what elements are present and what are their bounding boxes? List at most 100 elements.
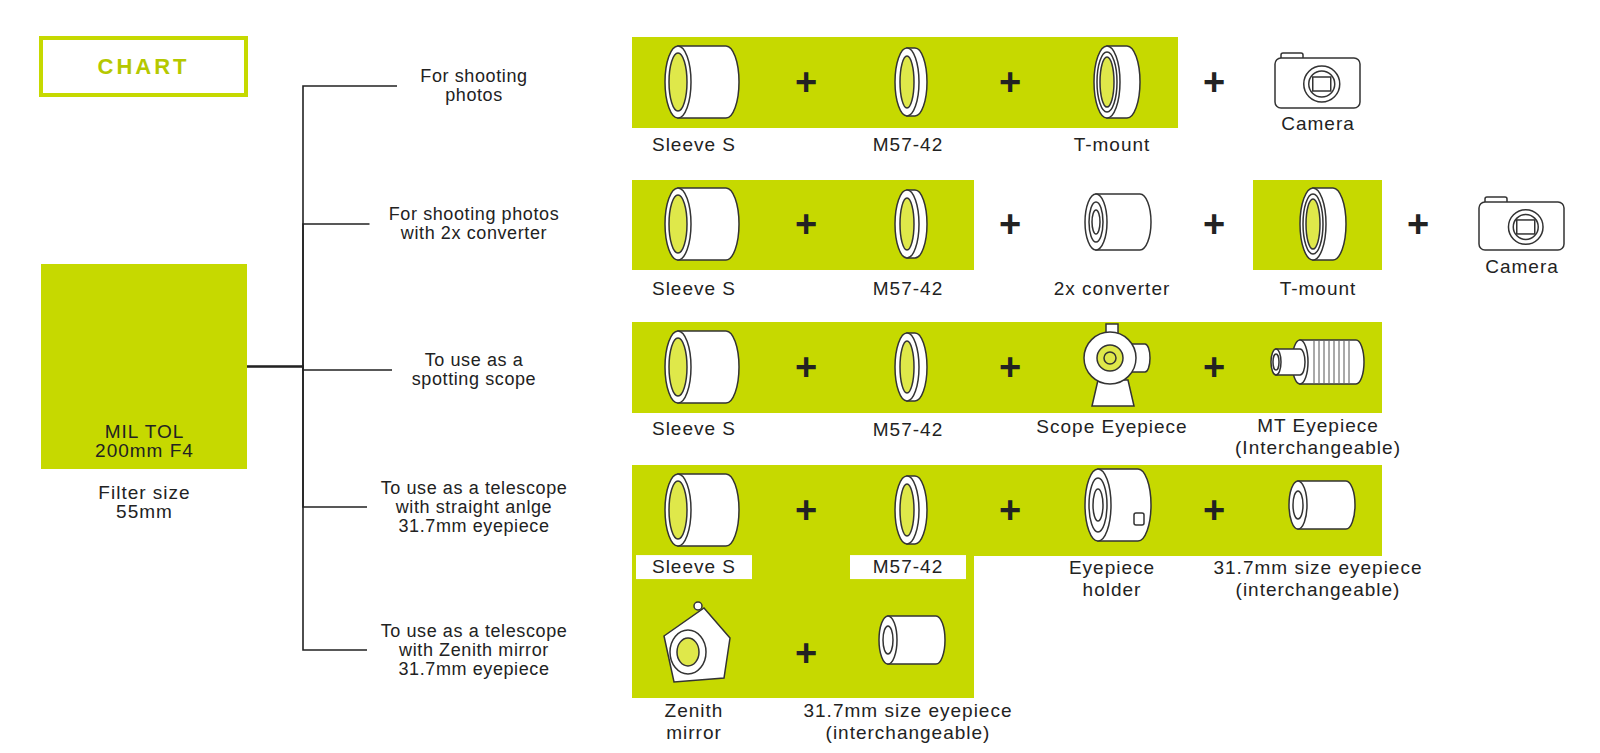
converter-icon bbox=[1092, 210, 1100, 234]
part-name: Sleeve S bbox=[652, 134, 736, 156]
lime-band bbox=[632, 37, 1178, 128]
m57-42-icon bbox=[895, 476, 919, 544]
use-case-text: To use as a telescope with Zenith mirror… bbox=[374, 622, 574, 679]
part-name: Eyepiece holder bbox=[1057, 557, 1167, 601]
m57-42-icon bbox=[900, 341, 914, 393]
part-name: M57-42 bbox=[873, 278, 943, 300]
t-mount-icon bbox=[1100, 57, 1114, 107]
plus-sign: + bbox=[1203, 205, 1225, 243]
part-name: Camera bbox=[1281, 113, 1355, 135]
part-name: T-mount bbox=[1074, 134, 1151, 156]
plus-sign: + bbox=[999, 348, 1021, 386]
plus-sign: + bbox=[795, 491, 817, 529]
part-name: M57-42 bbox=[873, 134, 943, 156]
eyepiece-holder-icon bbox=[1093, 489, 1103, 521]
plus-sign: + bbox=[795, 63, 817, 101]
sleeve-s-icon bbox=[669, 195, 687, 253]
eyepiece-holder-icon bbox=[1089, 478, 1107, 532]
t-mount-icon bbox=[1094, 46, 1120, 118]
scope-eyepiece-icon bbox=[1084, 332, 1136, 384]
use-case-text: For shooting photos with 2x converter bbox=[377, 205, 572, 243]
plus-sign: + bbox=[999, 491, 1021, 529]
zenith-mirror-icon bbox=[694, 602, 702, 610]
plus-sign: + bbox=[999, 63, 1021, 101]
eyepiece-icon bbox=[1289, 481, 1307, 529]
t-mount-icon bbox=[1303, 194, 1323, 254]
camera-icon bbox=[1275, 58, 1360, 108]
use-case-label: To use as a telescope with Zenith mirror… bbox=[374, 622, 574, 679]
use-case-label: For shooting photos with 2x converter bbox=[377, 205, 572, 243]
product-name: MIL TOL 200mm F4 bbox=[82, 422, 207, 460]
mt-eyepiece-icon bbox=[1339, 341, 1340, 383]
plus-sign: + bbox=[1407, 205, 1429, 243]
sleeve-s-icon bbox=[665, 46, 691, 118]
plus-sign: + bbox=[795, 634, 817, 672]
lime-band bbox=[632, 556, 974, 698]
scope-eyepiece-icon bbox=[1104, 352, 1116, 364]
scope-eyepiece-icon bbox=[1097, 345, 1123, 371]
part-name: M57-42 bbox=[873, 419, 943, 441]
filter-size-note: Filter size 55mm bbox=[82, 483, 207, 521]
camera-icon bbox=[1309, 71, 1335, 97]
mt-eyepiece-icon bbox=[1271, 349, 1281, 375]
part-name: Sleeve S bbox=[652, 278, 736, 300]
use-case-text: To use as a spotting scope bbox=[399, 351, 549, 389]
sleeve-s-icon bbox=[669, 338, 687, 396]
lime-band bbox=[632, 180, 974, 270]
use-case-label: To use as a spotting scope bbox=[399, 351, 549, 389]
part-name: Camera bbox=[1485, 256, 1559, 278]
sleeve-s-icon bbox=[665, 474, 691, 546]
part-name: 31.7mm size eyepiece (interchangeable) bbox=[788, 700, 1028, 744]
zenith-mirror-icon bbox=[670, 630, 706, 674]
tree-connector bbox=[247, 224, 370, 367]
mt-eyepiece-icon bbox=[1349, 341, 1350, 383]
mt-eyepiece-icon bbox=[1273, 354, 1279, 370]
part-name: 31.7mm size eyepiece (interchangeable) bbox=[1198, 557, 1438, 601]
camera-icon bbox=[1517, 220, 1535, 234]
m57-42-icon bbox=[900, 198, 914, 250]
tree-connector bbox=[247, 367, 367, 508]
camera-icon bbox=[1513, 214, 1538, 239]
m57-42-icon bbox=[895, 48, 919, 116]
eyepiece-holder-icon bbox=[1134, 513, 1144, 525]
mt-eyepiece-icon bbox=[1300, 340, 1364, 384]
m57-42-icon bbox=[895, 333, 919, 401]
use-case-text: To use as a telescope with straight anlg… bbox=[374, 479, 574, 536]
part-name: 2x converter bbox=[1054, 278, 1171, 300]
eyepiece-icon bbox=[879, 616, 897, 664]
plus-sign: + bbox=[999, 205, 1021, 243]
part-name: T-mount bbox=[1280, 278, 1357, 300]
chart-title: CHART bbox=[98, 54, 190, 80]
m57-42-icon bbox=[895, 190, 919, 258]
sleeve-s-icon bbox=[665, 188, 691, 260]
plus-sign: + bbox=[795, 348, 817, 386]
part-name: M57-42 bbox=[850, 555, 966, 579]
mt-eyepiece-icon bbox=[1329, 341, 1330, 383]
mt-eyepiece-icon bbox=[1334, 341, 1335, 383]
sleeve-s-icon bbox=[669, 481, 687, 539]
part-name: Sleeve S bbox=[636, 555, 752, 579]
zenith-mirror-icon bbox=[677, 638, 699, 666]
part-name: Zenith mirror bbox=[644, 700, 744, 744]
plus-sign: + bbox=[1203, 348, 1225, 386]
zenith-mirror-icon bbox=[664, 608, 730, 682]
t-mount-icon bbox=[1306, 199, 1320, 249]
part-name: Sleeve S bbox=[652, 418, 736, 440]
m57-42-icon bbox=[900, 56, 914, 108]
lime-band bbox=[632, 322, 1382, 413]
camera-icon bbox=[1304, 66, 1340, 102]
m57-42-icon bbox=[900, 484, 914, 536]
plus-sign: + bbox=[1203, 491, 1225, 529]
lime-band bbox=[1253, 180, 1382, 270]
tree-connector bbox=[247, 367, 367, 651]
product-box: MIL TOL 200mm F4Filter size 55mm bbox=[41, 264, 247, 469]
sleeve-s-icon bbox=[665, 331, 691, 403]
sleeve-s-icon bbox=[669, 53, 687, 111]
mt-eyepiece-icon bbox=[1314, 341, 1315, 383]
mt-eyepiece-icon bbox=[1344, 341, 1345, 383]
part-name: Scope Eyepiece bbox=[1036, 416, 1187, 438]
title-frame: CHART bbox=[39, 36, 248, 97]
t-mount-icon bbox=[1097, 52, 1117, 112]
mt-eyepiece-icon bbox=[1319, 341, 1320, 383]
